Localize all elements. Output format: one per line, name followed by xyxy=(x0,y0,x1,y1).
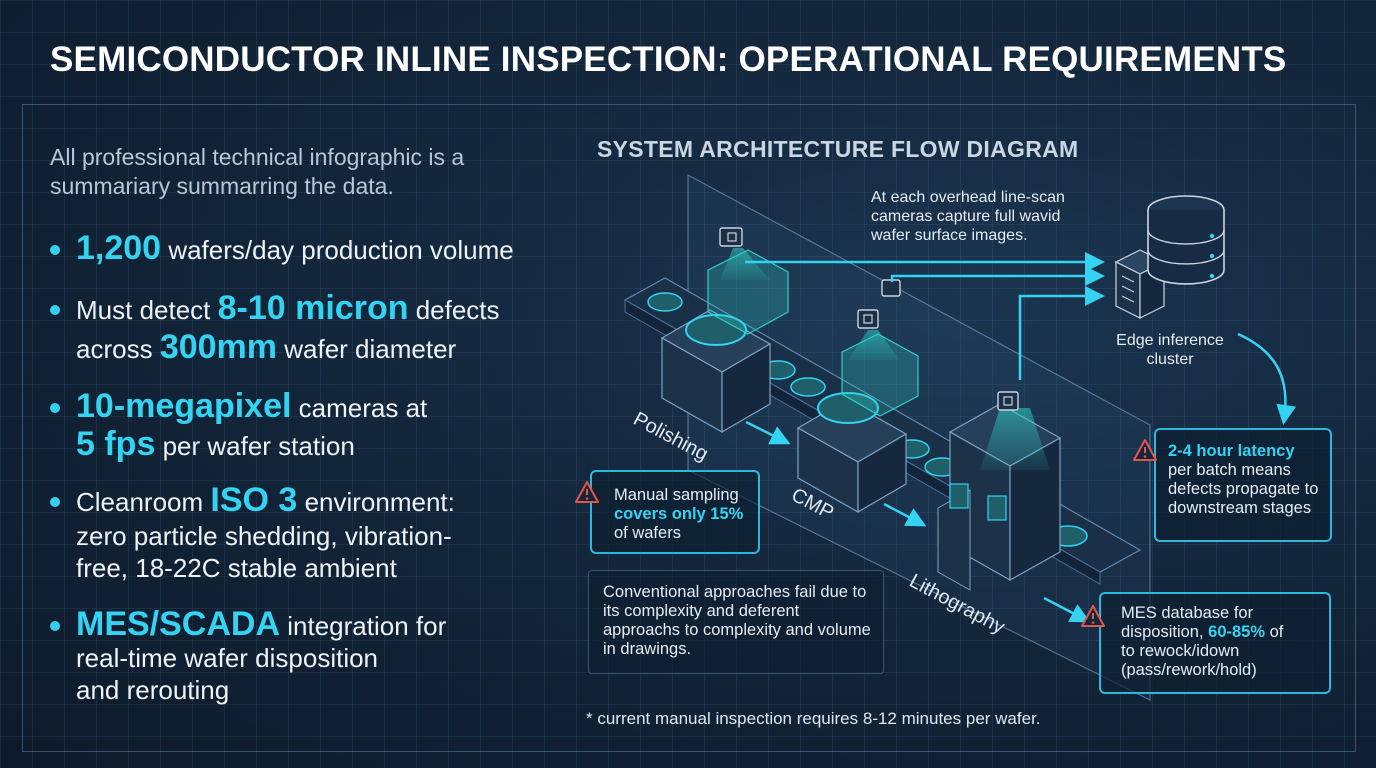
camera-note: At each overhead line-scan cameras captu… xyxy=(871,189,1065,244)
bullet-cameras: 10-megapixel cameras at xyxy=(50,387,590,425)
bullet-dot xyxy=(50,245,60,255)
edge-label-line2: cluster xyxy=(1146,351,1194,368)
warning-icon xyxy=(1081,605,1105,627)
bullet-text: wafer diameter xyxy=(277,334,457,364)
data-flow-arrow xyxy=(890,266,1105,286)
highlight-value: 5 fps xyxy=(76,425,156,463)
mes-database-box: MES database for disposition, 60-85% of … xyxy=(1099,592,1331,694)
bullet-cameras-line2: 5 fps per wafer station xyxy=(50,425,590,463)
bullet-text: across xyxy=(76,334,160,364)
bullet-text: cameras at xyxy=(291,393,428,423)
wafer xyxy=(647,292,683,312)
highlight-value: ISO 3 xyxy=(210,481,298,519)
highlight-value: MES/SCADA xyxy=(76,605,281,643)
flow-arrow xyxy=(745,420,791,445)
bullet-text: per wafer station xyxy=(155,431,355,461)
content-frame xyxy=(22,104,1356,752)
box-text: per batch means defects propagate to dow… xyxy=(1168,461,1319,517)
camera-icon xyxy=(881,279,901,297)
bullet-text: free, 18-22C stable ambient xyxy=(76,553,397,583)
box-text: Manual sampling xyxy=(614,486,739,504)
box-highlight: 2-4 hour latency xyxy=(1168,442,1295,460)
bullet-cleanroom: Cleanroom ISO 3 environment: xyxy=(50,481,590,519)
flow-arrow xyxy=(1237,332,1297,425)
bullet-text: real-time wafer disposition xyxy=(76,643,379,673)
highlight-value: 10-megapixel xyxy=(76,387,292,425)
warning-icon xyxy=(575,481,599,503)
box-text: of xyxy=(1265,623,1284,641)
page-title: SEMICONDUCTOR INLINE INSPECTION: OPERATI… xyxy=(50,40,1287,79)
bullet-mes-line3: and rerouting xyxy=(50,674,590,706)
database-icon xyxy=(1147,195,1225,285)
warning-icon xyxy=(1133,439,1157,461)
intro-text: All professional technical infographic i… xyxy=(50,144,465,199)
conventional-approaches-box: Conventional approaches fail due to its … xyxy=(588,570,884,674)
bullet-cleanroom-line3: free, 18-22C stable ambient xyxy=(50,552,590,584)
flow-arrow xyxy=(1043,596,1091,623)
latency-box: 2-4 hour latency per batch means defects… xyxy=(1154,428,1332,542)
wafer xyxy=(790,377,826,397)
bullet-dot xyxy=(50,621,60,631)
bullet-text: and rerouting xyxy=(76,675,230,705)
bullet-defects-line2: across 300mm wafer diameter xyxy=(50,328,590,366)
bullet-text: wafers/day production volume xyxy=(161,235,514,265)
flow-arrow xyxy=(883,502,927,527)
bullet-text: Must detect xyxy=(76,295,218,325)
bullet-text: zero particle shedding, vibration- xyxy=(76,521,452,551)
edge-label-line1: Edge inference xyxy=(1116,332,1224,349)
box-highlight: 60-85% xyxy=(1208,623,1266,641)
camera-icon xyxy=(997,391,1019,411)
highlight-value: 8-10 micron xyxy=(217,289,409,327)
footnote: * current manual inspection requires 8-1… xyxy=(586,709,1041,728)
diagram-title: SYSTEM ARCHITECTURE FLOW DIAGRAM xyxy=(597,136,1079,162)
bullet-text: defects xyxy=(408,295,500,325)
bullet-cleanroom-line2: zero particle shedding, vibration- xyxy=(50,520,590,552)
camera-icon xyxy=(719,227,770,280)
box-text: of wafers xyxy=(614,524,681,542)
data-flow-arrow xyxy=(1018,286,1105,380)
bullet-volume: 1,200 wafers/day production volume xyxy=(50,229,590,267)
bullet-text: environment: xyxy=(297,487,455,517)
bullet-mes-line2: real-time wafer disposition xyxy=(50,642,590,674)
bullet-defects: Must detect 8-10 micron defects xyxy=(50,289,590,327)
edge-cluster-label: Edge inference cluster xyxy=(1110,331,1230,369)
bullet-mes: MES/SCADA integration for xyxy=(50,605,590,643)
box-highlight: covers only 15% xyxy=(614,505,744,523)
box-text: MES database for disposition, xyxy=(1121,604,1254,641)
bullet-text: Cleanroom xyxy=(76,487,211,517)
box-text: to rewock/idown (pass/rework/hold) xyxy=(1121,642,1257,679)
highlight-value: 300mm xyxy=(159,328,278,366)
highlight-value: 1,200 xyxy=(76,229,162,267)
camera-icon xyxy=(848,309,900,360)
bullet-dot xyxy=(50,403,60,413)
bullet-text: integration for xyxy=(280,611,447,641)
bullet-dot xyxy=(50,305,60,315)
station-lithography xyxy=(937,403,1062,591)
bullet-dot xyxy=(50,497,60,507)
manual-sampling-box: Manual sampling covers only 15% of wafer… xyxy=(590,470,760,554)
